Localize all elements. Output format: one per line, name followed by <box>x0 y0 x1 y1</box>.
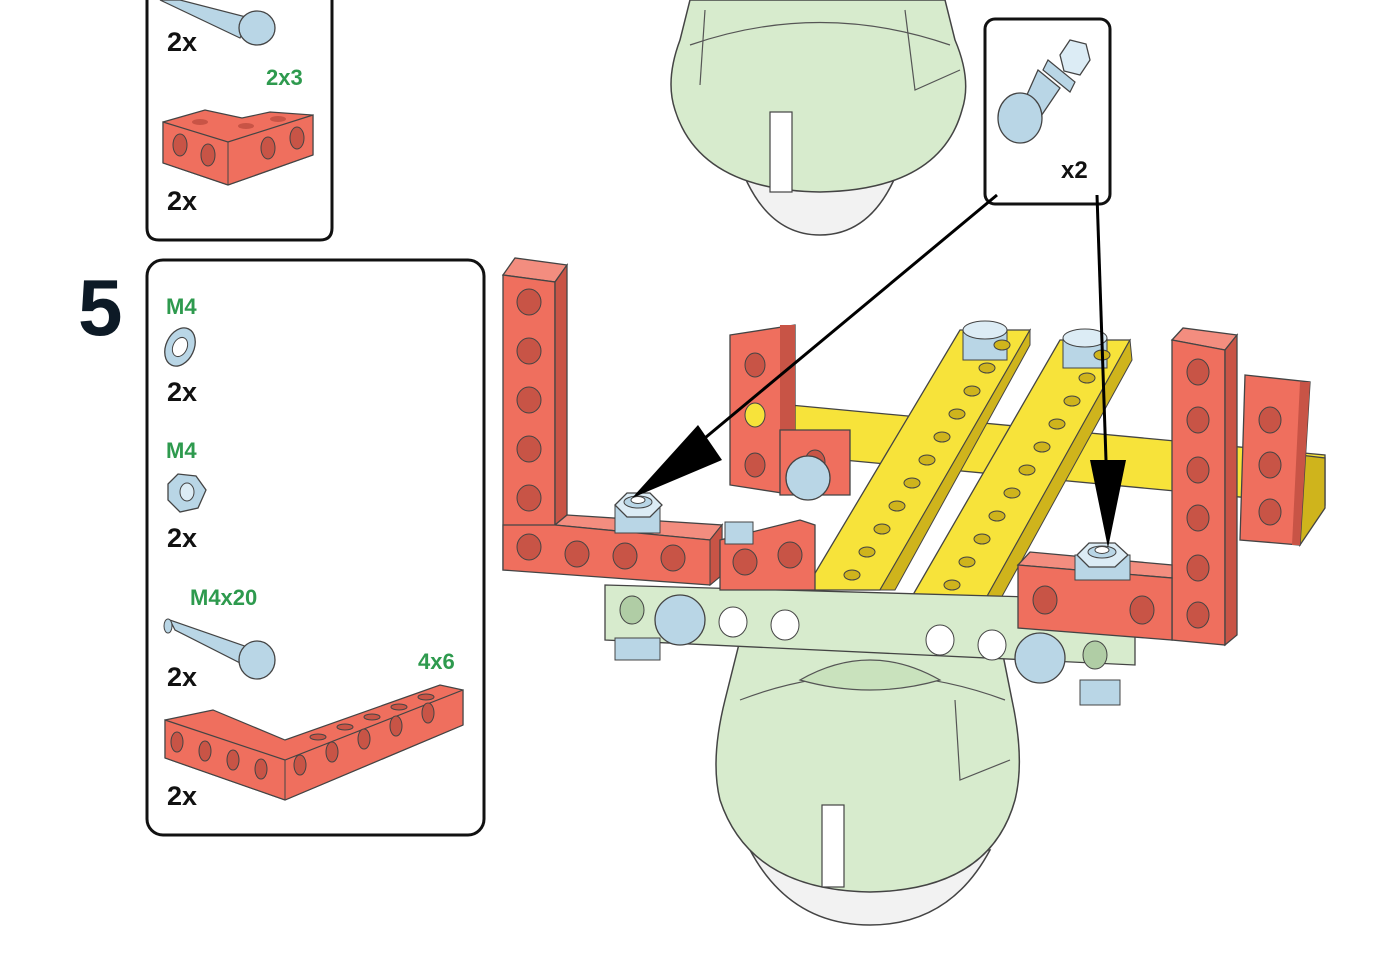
hole <box>293 754 307 776</box>
hole <box>978 362 996 374</box>
bolt-icon <box>159 0 276 46</box>
hole <box>390 703 408 711</box>
hole <box>903 477 921 489</box>
nut-qty: 2x <box>167 523 198 553</box>
hole <box>325 741 339 763</box>
hole <box>516 533 542 561</box>
callout-arrow-right <box>1095 194 1108 461</box>
hole <box>198 740 212 762</box>
hole <box>948 408 966 420</box>
center-red-bracket <box>719 519 816 591</box>
lower-body-shell <box>715 639 1021 926</box>
hole <box>226 749 240 771</box>
hole <box>993 339 1011 351</box>
yellow-beam-holes <box>843 339 1111 591</box>
hole <box>918 454 936 466</box>
hole <box>1033 441 1051 453</box>
hole <box>564 540 590 568</box>
hole <box>843 569 861 581</box>
hole <box>389 715 403 737</box>
hole <box>516 484 542 512</box>
hole <box>516 288 542 316</box>
nut-washer-right <box>1074 542 1131 581</box>
washer-spec: M4 <box>166 294 197 319</box>
washer-icon <box>164 327 196 367</box>
hole <box>958 556 976 568</box>
bolt-icon-step <box>163 618 276 680</box>
hole <box>417 693 435 701</box>
hole <box>933 431 951 443</box>
hole <box>516 435 542 463</box>
arrowhead-left <box>632 425 722 498</box>
hole <box>336 723 354 731</box>
bracket-qty: 2x <box>167 781 198 811</box>
l-bracket-icon <box>162 109 314 186</box>
front-left-bracket <box>501 257 724 587</box>
bolt-qty: 2x <box>167 662 198 692</box>
hole <box>421 702 435 724</box>
prev-bolt-qty: 2x <box>167 27 198 57</box>
callout-qty: x2 <box>1061 157 1088 184</box>
hole <box>1003 487 1021 499</box>
hole <box>309 733 327 741</box>
hole <box>973 533 991 545</box>
hole <box>888 500 906 512</box>
hole <box>1018 464 1036 476</box>
hole <box>943 579 961 591</box>
hole <box>858 546 876 558</box>
l-bracket-icon-step <box>164 684 464 801</box>
nut-spec: M4 <box>166 438 197 463</box>
hole <box>660 544 686 572</box>
hole <box>1063 395 1081 407</box>
hole <box>988 510 1006 522</box>
washer-qty: 2x <box>167 377 198 407</box>
hole <box>516 337 542 365</box>
arrowhead-right <box>1090 460 1126 548</box>
hex-nut-icon <box>167 473 207 513</box>
hole <box>357 728 371 750</box>
bolt-nut-assembly-icon <box>997 39 1091 144</box>
prev-bracket-size: 2x3 <box>266 65 303 90</box>
upper-body-shell <box>670 0 967 236</box>
prev-bracket-qty: 2x <box>167 186 198 216</box>
front-green-plate <box>604 455 1136 706</box>
nut-washer-left <box>614 492 663 534</box>
hole <box>1048 418 1066 430</box>
bolt-spec: M4x20 <box>190 585 258 610</box>
hole <box>1078 372 1096 384</box>
hole <box>516 386 542 414</box>
hole <box>612 542 638 570</box>
bracket-size: 4x6 <box>418 649 455 674</box>
step-number: 5 <box>78 263 123 352</box>
step-parts-box <box>145 258 486 837</box>
hole <box>963 385 981 397</box>
hole <box>363 713 381 721</box>
hole <box>254 758 268 780</box>
hole <box>873 523 891 535</box>
rear-right-bracket <box>1239 374 1311 546</box>
front-right-bracket <box>1016 327 1239 647</box>
hole <box>170 731 184 753</box>
